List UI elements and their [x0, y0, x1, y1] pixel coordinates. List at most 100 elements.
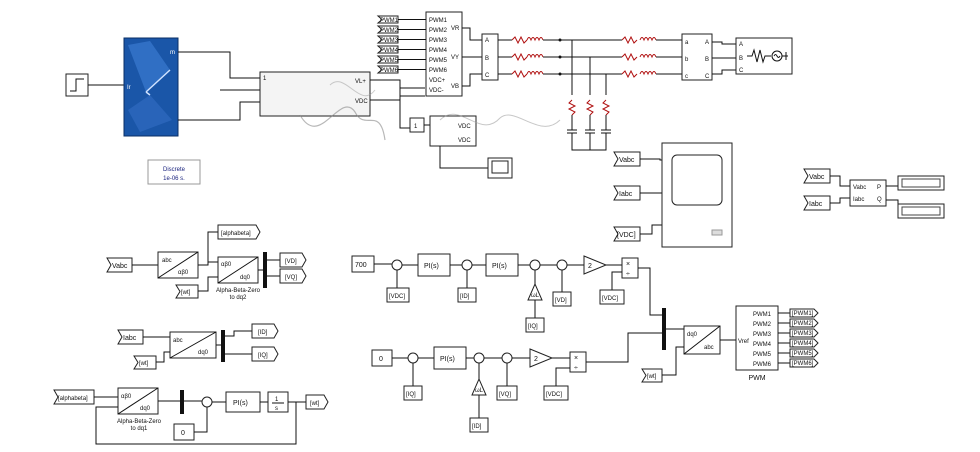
svg-text:2: 2 — [588, 263, 592, 270]
pll-const-block[interactable]: 0 — [173, 423, 195, 441]
d-gain-block[interactable]: 2 — [583, 255, 608, 275]
goto-id-tag[interactable]: [ID] — [251, 323, 279, 339]
rl-branch-filter[interactable] — [511, 35, 544, 79]
svg-text:[VDC]: [VDC] — [602, 296, 618, 302]
pll-integrator-block[interactable]: 1 s — [267, 391, 289, 413]
d-sum-2[interactable] — [461, 259, 473, 271]
svg-text:PWM4: PWM4 — [753, 342, 772, 348]
goto-tag-pwm1[interactable]: [PWM1] — [789, 308, 819, 318]
demux-block-3[interactable] — [180, 390, 184, 414]
goto-alphabeta-tag[interactable]: [alphabeta] — [217, 224, 261, 240]
q-tag-vdc[interactable]: [VDC] — [543, 385, 569, 401]
dq-to-abc-block[interactable]: dq0 abc — [683, 325, 721, 355]
pq-input-iabc[interactable]: Iabc — [803, 195, 831, 211]
pll-sum[interactable] — [201, 396, 213, 408]
powergui-block[interactable]: Discrete 1e-06 s. — [147, 159, 201, 185]
q-tag-iq[interactable]: [IQ] — [403, 385, 423, 401]
q-wl-gain[interactable]: ωL — [471, 377, 487, 396]
svg-text:PWM6: PWM6 — [753, 362, 772, 368]
svg-text:αβ0: αβ0 — [121, 394, 132, 400]
abc-to-dq-block[interactable]: abc dq0 — [169, 331, 217, 359]
scope-input-vdc[interactable]: [VDC] — [613, 226, 641, 242]
goto-iq-tag[interactable]: [IQ] — [251, 346, 279, 362]
from-tag-pwm4[interactable]: PWM4 — [376, 45, 399, 54]
from-tag-pwm6[interactable]: PWM6 — [376, 65, 399, 74]
q-tag-id[interactable]: [ID] — [469, 417, 489, 433]
dq-abc-input-wt[interactable]: [wt] — [641, 368, 663, 383]
pv-array-block[interactable]: m Ir — [123, 37, 179, 137]
alphabeta-to-dq-block-2[interactable]: αβ0 dq0 — [117, 387, 159, 415]
dc-port-1: 1 — [263, 76, 267, 82]
vdc-reference-const[interactable]: 700 — [351, 255, 375, 273]
d-sum-3[interactable] — [529, 259, 541, 271]
demux-block-2[interactable] — [221, 330, 225, 362]
d-tag-vdc[interactable]: [VDC] — [386, 287, 410, 303]
d-tag-vd[interactable]: [VD] — [552, 291, 572, 307]
mux-dq[interactable] — [662, 308, 666, 350]
q-sum-3[interactable] — [501, 352, 513, 364]
q-gain-block[interactable]: 2 — [529, 348, 554, 368]
three-phase-source[interactable]: A B C — [735, 37, 793, 75]
vi-measurement-1[interactable]: A B C — [481, 33, 499, 81]
svg-text:PWM4: PWM4 — [380, 48, 399, 54]
q-sum-1[interactable] — [407, 352, 419, 364]
demux-block-1[interactable] — [263, 252, 267, 288]
q-divide-block[interactable]: × ÷ — [569, 351, 587, 373]
inverter-block[interactable]: PWM1 PWM2 PWM3 PWM4 PWM5 PWM6 VDC+ VDC- … — [425, 11, 463, 97]
q-pi-block[interactable]: PI(s) — [433, 346, 467, 370]
step-source-block[interactable] — [65, 73, 89, 97]
d-wl-gain[interactable]: ωL — [527, 282, 543, 301]
pq-measurement-block[interactable]: Vabc Iabc P Q — [849, 179, 887, 207]
scope-input-iabc[interactable]: Iabc — [613, 185, 641, 201]
voltage-measurement-block[interactable]: VDC VDC — [429, 115, 477, 147]
goto-tag-pwm5[interactable]: [PWM5] — [789, 348, 819, 358]
pq-input-vabc[interactable]: Vabc — [803, 168, 831, 184]
svg-text:P: P — [877, 185, 881, 191]
svg-text:0: 0 — [181, 430, 185, 437]
svg-text:C: C — [705, 74, 710, 80]
d-pi-inner-block[interactable]: PI(s) — [485, 253, 519, 277]
display-p — [897, 175, 945, 191]
from-tag-pwm5[interactable]: PWM5 — [376, 55, 399, 64]
vi-measurement-2[interactable]: a b c A B C — [681, 33, 713, 81]
svg-text:÷: ÷ — [626, 271, 630, 278]
svg-text:B: B — [705, 57, 709, 63]
scope-input-vabc[interactable]: Vabc — [613, 151, 641, 167]
from-tag-pwm1[interactable]: PWM1 — [376, 15, 399, 24]
iq-reference-const[interactable]: 0 — [371, 349, 393, 367]
d-sum-1[interactable] — [391, 259, 403, 271]
alphabeta-to-dq-block-1[interactable]: αβ0 dq0 — [217, 256, 259, 284]
d-tag-vdc2[interactable]: [VDC] — [599, 289, 625, 305]
main-scope-block[interactable] — [661, 142, 733, 248]
goto-tag-pwm3[interactable]: [PWM3] — [789, 328, 819, 338]
q-tag-vq[interactable]: [VQ] — [496, 385, 518, 401]
dc-scope-block[interactable] — [487, 157, 513, 179]
pwm-generator-block[interactable]: Vref PWM1 PWM2 PWM3 PWM4 PWM5 PWM6 — [735, 305, 779, 371]
d-tag-iq[interactable]: [IQ] — [525, 317, 545, 333]
d-divide-block[interactable]: × ÷ — [621, 257, 639, 279]
goto-vd-tag[interactable]: [VD] — [279, 252, 307, 268]
selector-block[interactable]: 1 — [409, 117, 425, 133]
svg-text:PWM5: PWM5 — [429, 58, 448, 64]
transform2-input-wt[interactable]: [wt] — [133, 355, 157, 370]
from-tag-pwm2[interactable]: PWM2 — [376, 25, 399, 34]
d-tag-id[interactable]: [ID] — [457, 287, 477, 303]
shunt-capacitor-bank[interactable] — [567, 99, 611, 151]
goto-tag-pwm2[interactable]: [PWM2] — [789, 318, 819, 328]
d-pi-outer-block[interactable]: PI(s) — [417, 253, 451, 277]
goto-vq-tag[interactable]: [VQ] — [279, 268, 307, 284]
goto-wt-tag[interactable]: [wt] — [305, 394, 329, 410]
from-tag-pwm3[interactable]: PWM3 — [376, 35, 399, 44]
abc-to-alphabeta-block-1[interactable]: abc αβ0 — [157, 251, 199, 279]
transform1-input-vabc[interactable]: Vabc — [106, 257, 133, 273]
pll-pi-block[interactable]: PI(s) — [225, 391, 261, 413]
transform2-input-iabc[interactable]: Iabc — [117, 329, 144, 345]
svg-text:1: 1 — [275, 397, 279, 403]
transform1-input-wt[interactable]: [wt] — [175, 284, 199, 299]
d-sum-4[interactable] — [556, 259, 568, 271]
pll-input-alphabeta[interactable]: [alphabeta] — [53, 389, 95, 405]
goto-tag-pwm6[interactable]: [PWM6] — [789, 358, 819, 368]
svg-text:VDC+: VDC+ — [429, 78, 446, 84]
goto-tag-pwm4[interactable]: [PWM4] — [789, 338, 819, 348]
q-sum-2[interactable] — [473, 352, 485, 364]
